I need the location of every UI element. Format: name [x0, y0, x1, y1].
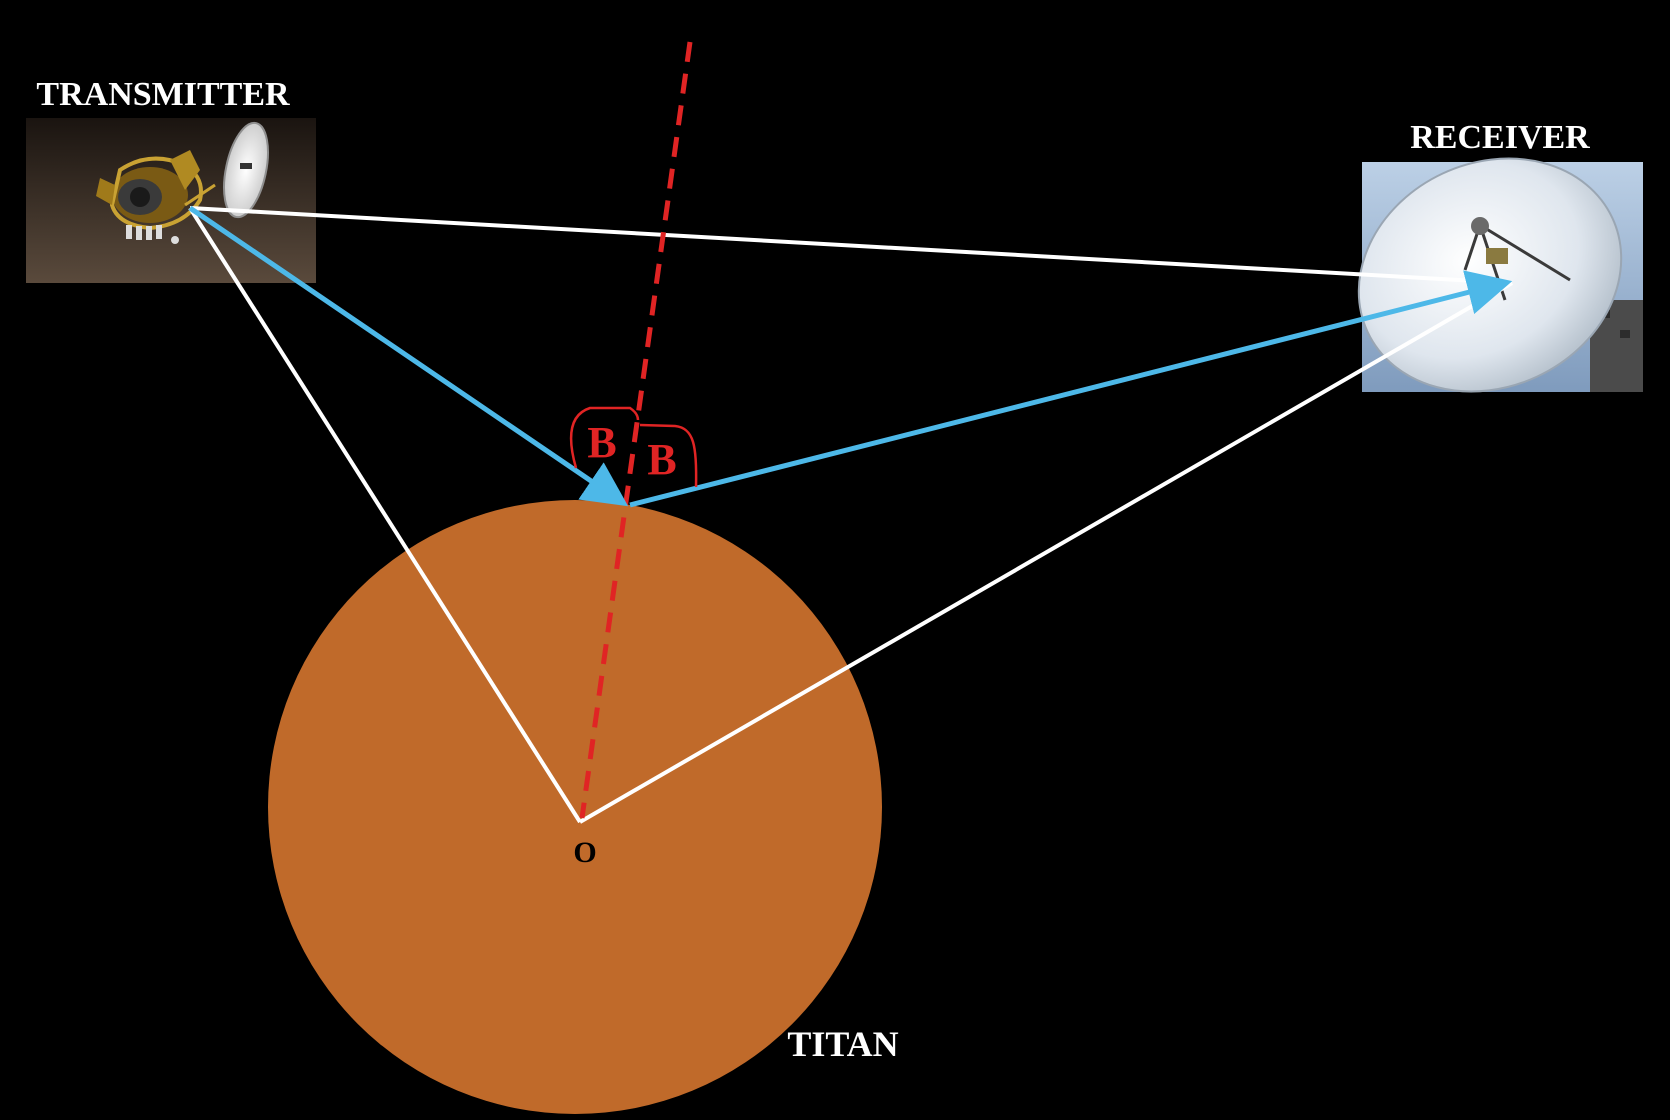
- transmitter-image: [26, 118, 316, 283]
- surface-normal-line: [579, 41, 693, 819]
- center-label: O: [573, 836, 596, 869]
- geometry-lines: [188, 206, 1514, 824]
- spacecraft-icon: [96, 121, 269, 244]
- transmitter-label: TRANSMITTER: [36, 76, 290, 113]
- incident-angle-arc: [569, 406, 640, 469]
- reflected-angle-arc: [639, 423, 698, 488]
- titan-label: TITAN: [787, 1024, 898, 1064]
- transmitter-center-line: [188, 206, 582, 824]
- transmitter-receiver-line: [189, 206, 1513, 285]
- signal-path: [188, 205, 1513, 508]
- receiver-label: RECEIVER: [1410, 119, 1590, 156]
- center-receiver-line: [578, 281, 1514, 824]
- angle-brackets: [569, 406, 698, 488]
- incident-ray: [188, 205, 629, 507]
- incident-angle-label: B: [587, 418, 616, 467]
- titan-planet: [268, 500, 882, 1114]
- reflected-ray: [629, 270, 1513, 508]
- reflected-angle-label: B: [647, 435, 676, 484]
